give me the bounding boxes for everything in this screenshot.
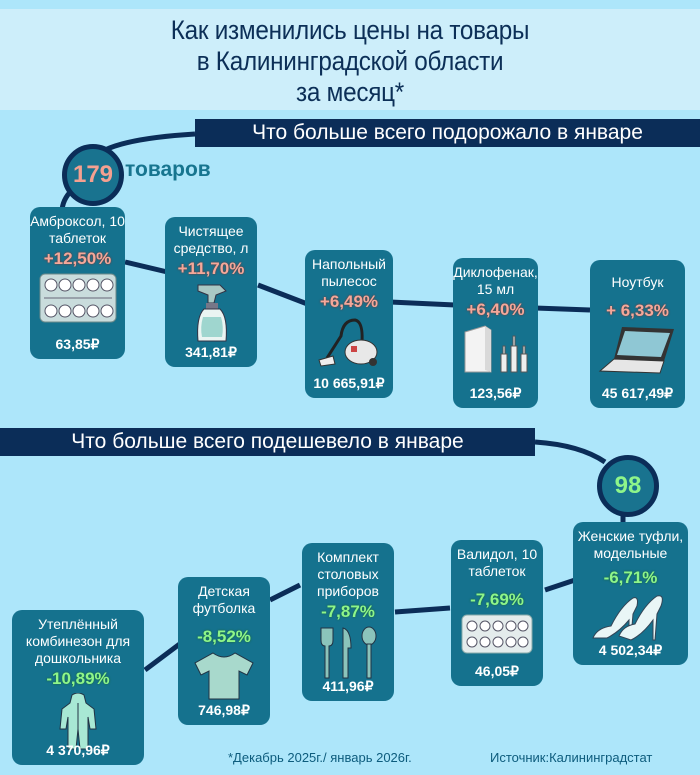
pill-blister-icon — [39, 273, 116, 323]
fall-card-snowsuit: Утеплённый комбинезон для дошкольника -1… — [12, 610, 144, 765]
item-name: Детская футболка — [192, 583, 256, 616]
item-price: 45 617,49₽ — [601, 385, 674, 401]
item-change: +11,70% — [177, 259, 245, 278]
item-price: 46,05₽ — [475, 663, 519, 679]
rise-card-cleaner: Чистящее средство, л +11,70% 341,81₽ — [165, 217, 257, 367]
title-line-1: Как изменились цены на товары — [170, 15, 530, 45]
title-line-2: в Калининградской области — [196, 46, 504, 76]
item-name: Чистящее средство, л — [173, 223, 249, 256]
rise-card-diclofenac: Диклофенак, 15 мл +6,40% 123,56₽ — [453, 258, 538, 408]
laptop-icon — [598, 327, 674, 374]
item-name: Женские туфли, модельные — [577, 528, 684, 561]
fall-card-cutlery: Комплект столовых приборов -7,87% 411,96… — [302, 543, 394, 701]
title-band: Как изменились цены на товары в Калининг… — [0, 9, 700, 110]
item-name: Напольный пылесос — [311, 256, 387, 289]
pill-blister-icon — [461, 614, 533, 654]
snowsuit-icon — [59, 693, 97, 750]
item-change: -6,71% — [603, 568, 658, 587]
item-price: 123,56₽ — [469, 385, 522, 401]
item-price: 4 370,96₽ — [46, 742, 110, 758]
fall-card-tshirt: Детская футболка -8,52% 746,98₽ — [178, 577, 270, 725]
item-change: +12,50% — [43, 249, 112, 268]
title-line-3: за месяц* — [296, 77, 404, 107]
item-change: -10,89% — [46, 669, 110, 688]
fall-count-badge: 98 — [597, 455, 659, 517]
item-price: 10 665,91₽ — [313, 375, 385, 391]
spray-bottle-icon — [197, 284, 227, 342]
item-change: +6,40% — [466, 300, 525, 319]
fall-card-validol: Валидол, 10 таблеток -7,69% 46,05₽ — [451, 540, 543, 686]
fall-card-heels: Женские туфли, модельные -6,71% 4 502,34… — [573, 522, 688, 665]
item-name: Диклофенак, 15 мл — [453, 264, 538, 297]
vacuum-cleaner-icon — [318, 318, 378, 367]
footer-note: *Декабрь 2025г./ январь 2026г. — [228, 750, 412, 765]
item-price: 411,96₽ — [322, 678, 374, 694]
high-heels-icon — [591, 595, 663, 641]
item-price: 63,85₽ — [55, 336, 100, 352]
item-price: 746,98₽ — [198, 702, 250, 718]
rise-card-laptop: Ноутбук + 6,33% 45 617,49₽ — [590, 260, 685, 408]
item-change: +6,49% — [319, 292, 379, 311]
rise-count-badge: 179 — [62, 144, 124, 206]
item-name: Валидол, 10 таблеток — [456, 546, 538, 579]
cutlery-icon — [320, 626, 377, 679]
rise-heading: Что больше всего подорожало в январе — [195, 119, 700, 147]
item-price: 341,81₽ — [185, 344, 237, 360]
rise-count-label: товаров — [125, 158, 211, 181]
item-name: Утеплённый комбинезон для дошкольника — [25, 616, 131, 666]
item-change: + 6,33% — [606, 301, 669, 320]
item-name: Амброксол, 10 таблеток — [30, 213, 125, 246]
item-name: Комплект столовых приборов — [316, 549, 379, 599]
item-name: Ноутбук — [611, 274, 664, 290]
ampoules-icon — [464, 325, 527, 373]
rise-card-vacuum: Напольный пылесос +6,49% 10 665,91₽ — [305, 250, 393, 398]
footer-source: Источник:Калининградстат — [490, 750, 653, 765]
tshirt-icon — [194, 652, 254, 700]
item-price: 4 502,34₽ — [598, 642, 663, 658]
item-change: -7,69% — [470, 590, 524, 609]
rise-card-ambroxol: Амброксол, 10 таблеток +12,50% 63,85₽ — [30, 207, 125, 359]
item-change: -7,87% — [321, 602, 375, 621]
item-change: -8,52% — [197, 627, 251, 646]
fall-heading: Что больше всего подешевело в январе — [0, 428, 535, 456]
